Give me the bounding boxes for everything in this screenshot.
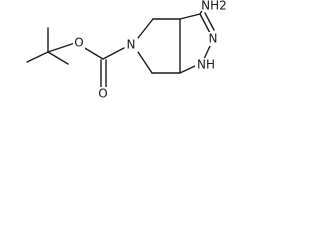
bond-quaternary-c-to-o: [47, 42, 76, 53]
pyrrolidine-ring: [137, 18, 181, 74]
bond-o-to-carbonyl-c: [82, 46, 104, 60]
bond-n-to-ch2-top: [137, 18, 154, 39]
bond-methyl-left: [26, 51, 49, 63]
carbamate-group: [82, 46, 125, 88]
bond-nh-to-ch: [179, 64, 198, 74]
atom-labels: O O N N NH NH2: [73, 0, 229, 101]
bond-n-to-ch2-bottom: [137, 51, 153, 74]
chemical-structure: O O N N NH NH2: [26, 0, 229, 101]
nh-group-label: NH: [197, 58, 215, 72]
bond-ch-to-c-amino: [179, 13, 201, 20]
bond-carbonyl-c-to-n: [102, 47, 125, 60]
amino-group-label: NH2: [201, 0, 227, 13]
bond-methyl-right: [47, 51, 69, 65]
bond-c-double-n-a: [199, 13, 211, 34]
tert-butyl-group: [26, 27, 76, 65]
bond-c-double-n-b: [204, 12, 215, 31]
imine-nitrogen-label: N: [209, 32, 218, 46]
bond-n-to-nh: [203, 45, 211, 60]
ring-nitrogen-label: N: [127, 38, 136, 52]
ester-oxygen-label: O: [74, 36, 83, 50]
carbonyl-oxygen-label: O: [98, 87, 107, 101]
